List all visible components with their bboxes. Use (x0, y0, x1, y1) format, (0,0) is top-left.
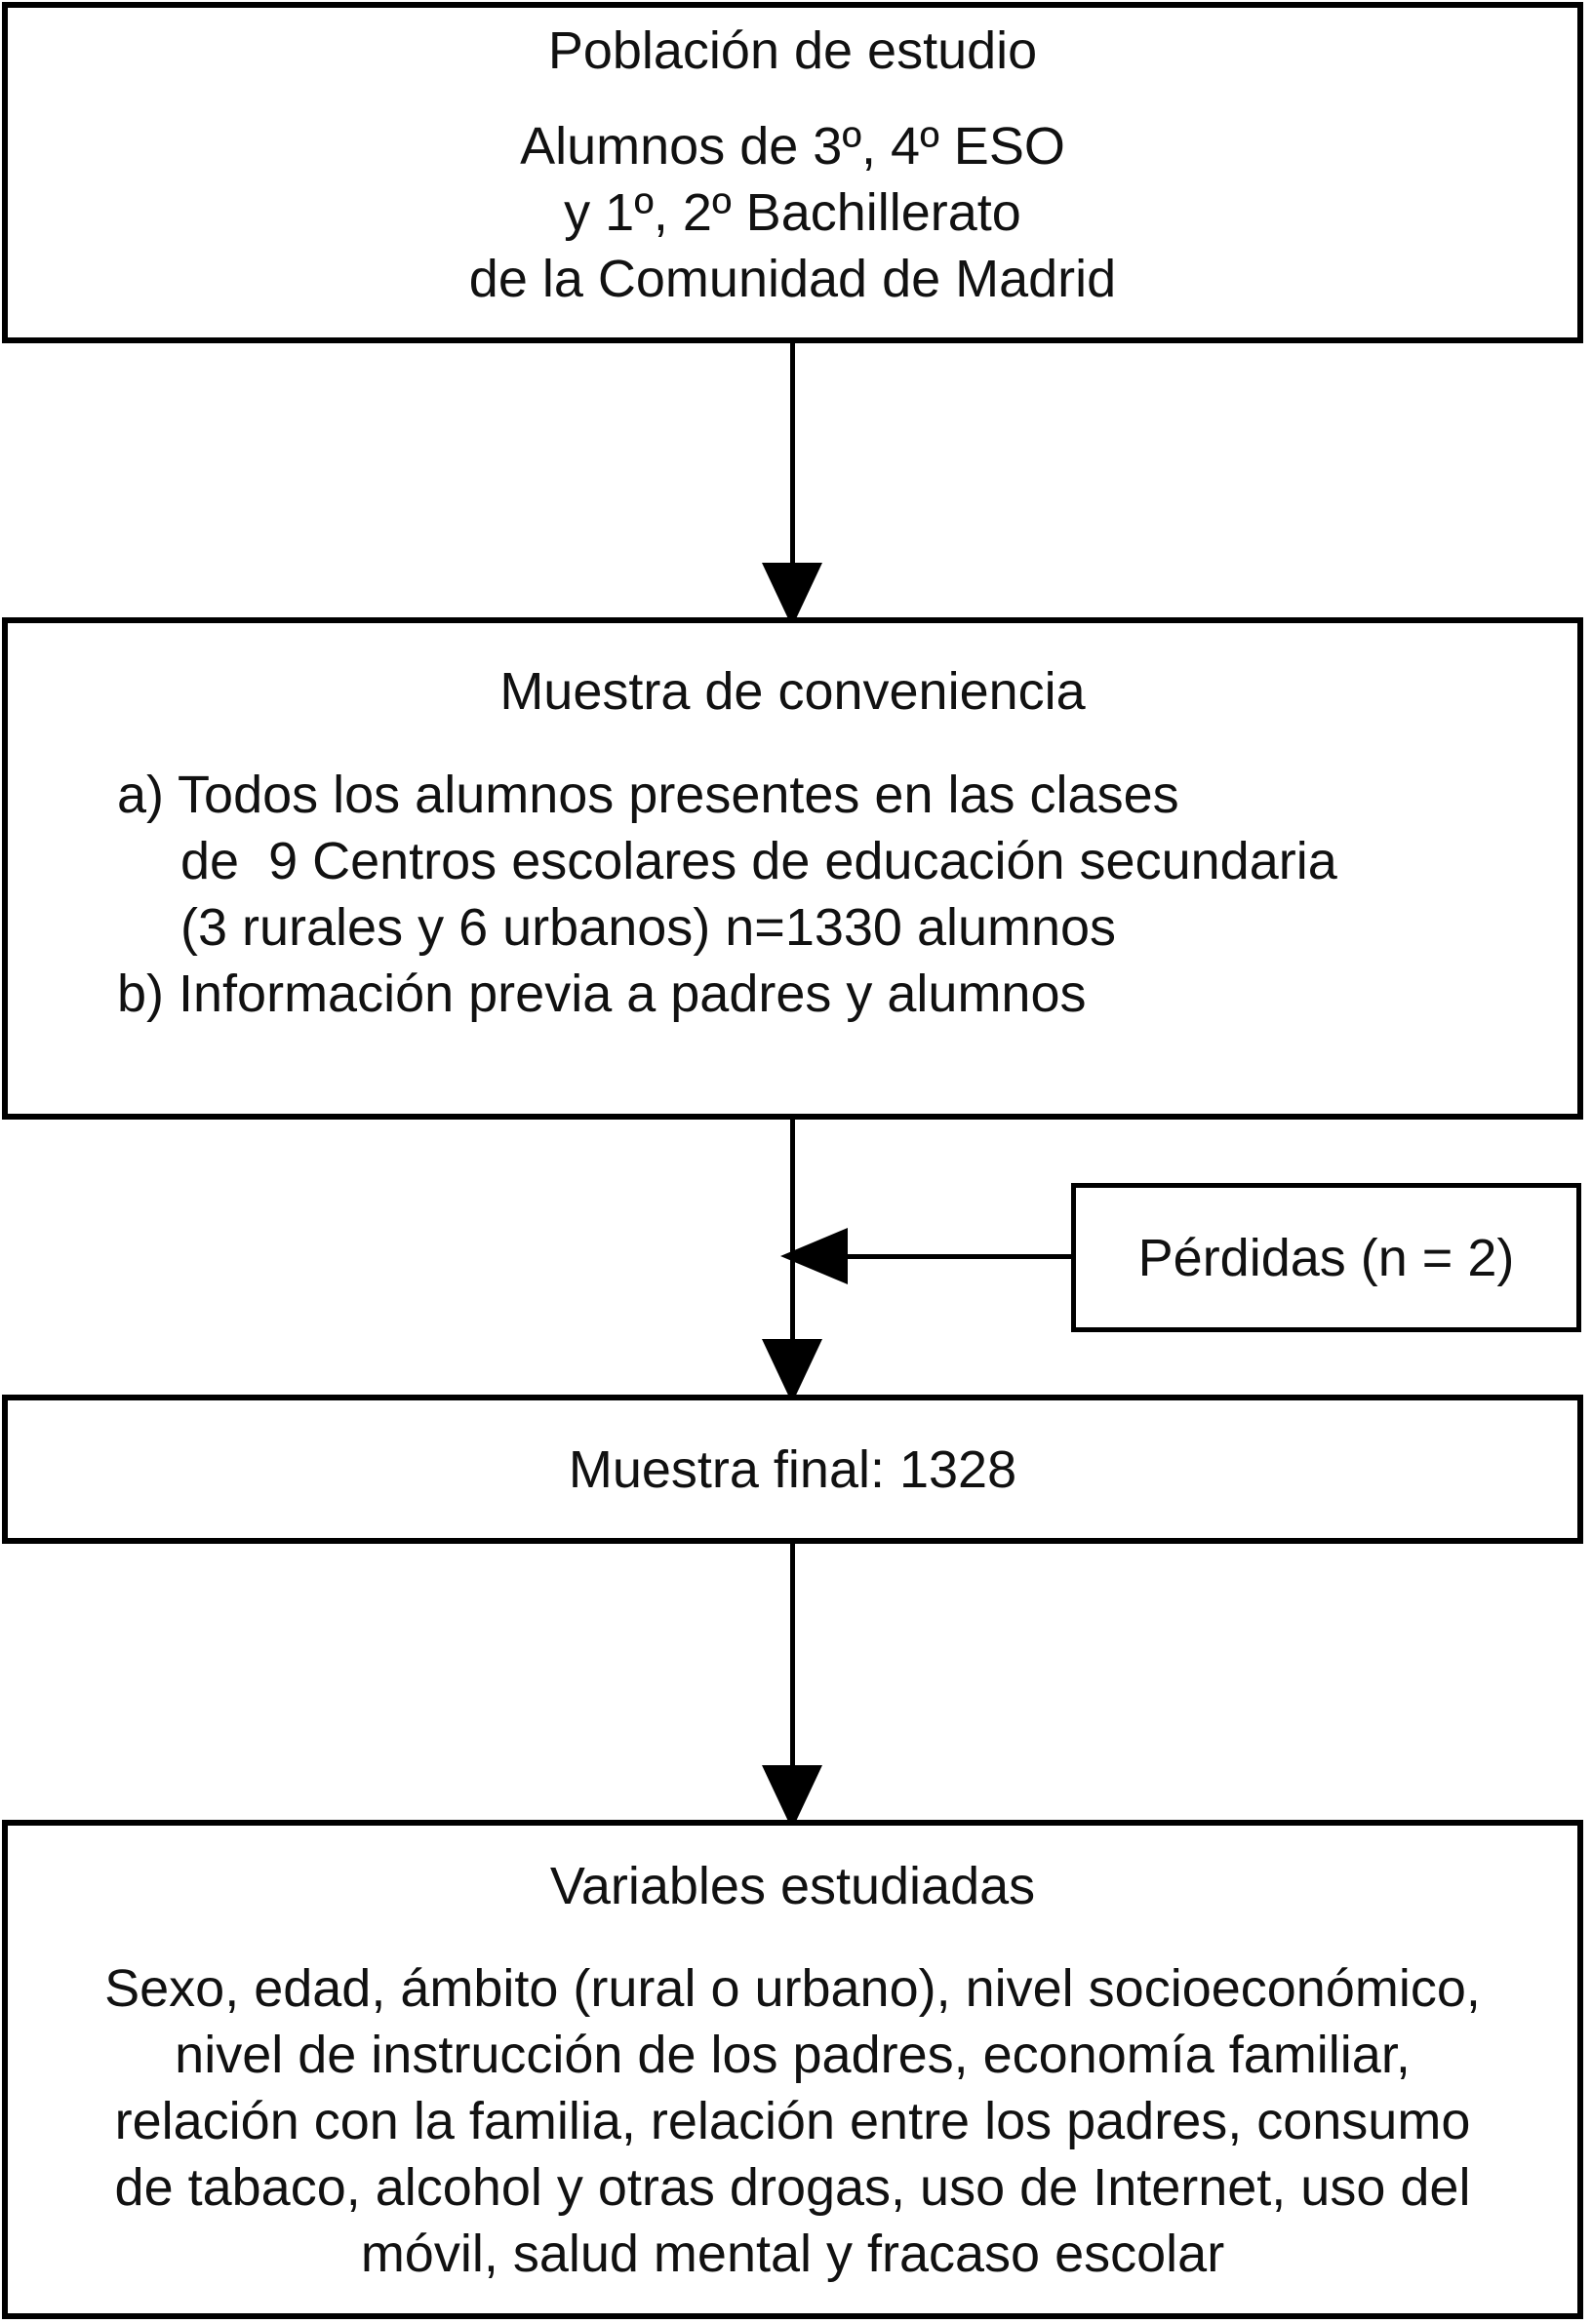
arrow-down-icon (762, 1765, 822, 1830)
conveniencia-title: Muestra de conveniencia (499, 662, 1086, 721)
box-muestra-final: Muestra final: 1328 (2, 1395, 1583, 1544)
text-line: móvil, salud mental y fracaso escolar (360, 2225, 1225, 2283)
variables-body: Sexo, edad, ámbito (rural o urbano), niv… (8, 1955, 1577, 2287)
conveniencia-body: a) Todos los alumnos presentes en las cl… (8, 762, 1577, 1027)
text-line: nivel de instrucción de los padres, econ… (175, 2026, 1411, 2084)
box-variables-estudiadas: Variables estudiadas Sexo, edad, ámbito … (2, 1820, 1583, 2319)
text-line: a) Todos los alumnos presentes en las cl… (117, 766, 1179, 824)
text-line: (3 rurales y 6 urbanos) n=1330 alumnos (180, 898, 1117, 957)
text-line: relación con la familia, relación entre … (114, 2092, 1471, 2150)
text-line: y 1º, 2º Bachillerato (564, 183, 1021, 242)
poblacion-title: Población de estudio (547, 21, 1038, 80)
connector-line-vertical-3 (790, 1544, 795, 1768)
connector-line-horizontal (839, 1254, 1071, 1259)
text-line: de la Comunidad de Madrid (468, 250, 1117, 308)
box-poblacion-de-estudio: Población de estudio Alumnos de 3º, 4º E… (2, 2, 1583, 343)
text-line: b) Información previa a padres y alumnos (117, 965, 1087, 1023)
text-line: Sexo, edad, ámbito (rural o urbano), niv… (104, 1959, 1481, 2018)
muestra-final-title: Muestra final: 1328 (568, 1439, 1017, 1499)
text-line: de 9 Centros escolares de educación secu… (180, 832, 1337, 890)
text-line: Alumnos de 3º, 4º ESO (520, 117, 1065, 176)
arrow-left-icon (780, 1228, 848, 1284)
perdidas-title: Pérdidas (n = 2) (1137, 1228, 1515, 1287)
poblacion-body: Alumnos de 3º, 4º ESO y 1º, 2º Bachiller… (8, 113, 1577, 312)
variables-title: Variables estudiadas (549, 1857, 1036, 1915)
box-perdidas: Pérdidas (n = 2) (1071, 1183, 1581, 1332)
arrow-down-icon (762, 1339, 822, 1403)
arrow-down-icon (762, 563, 822, 627)
box-muestra-de-conveniencia: Muestra de conveniencia a) Todos los alu… (2, 617, 1583, 1120)
connector-line-vertical-1 (790, 343, 795, 568)
text-line: de tabaco, alcohol y otras drogas, uso d… (114, 2158, 1471, 2217)
